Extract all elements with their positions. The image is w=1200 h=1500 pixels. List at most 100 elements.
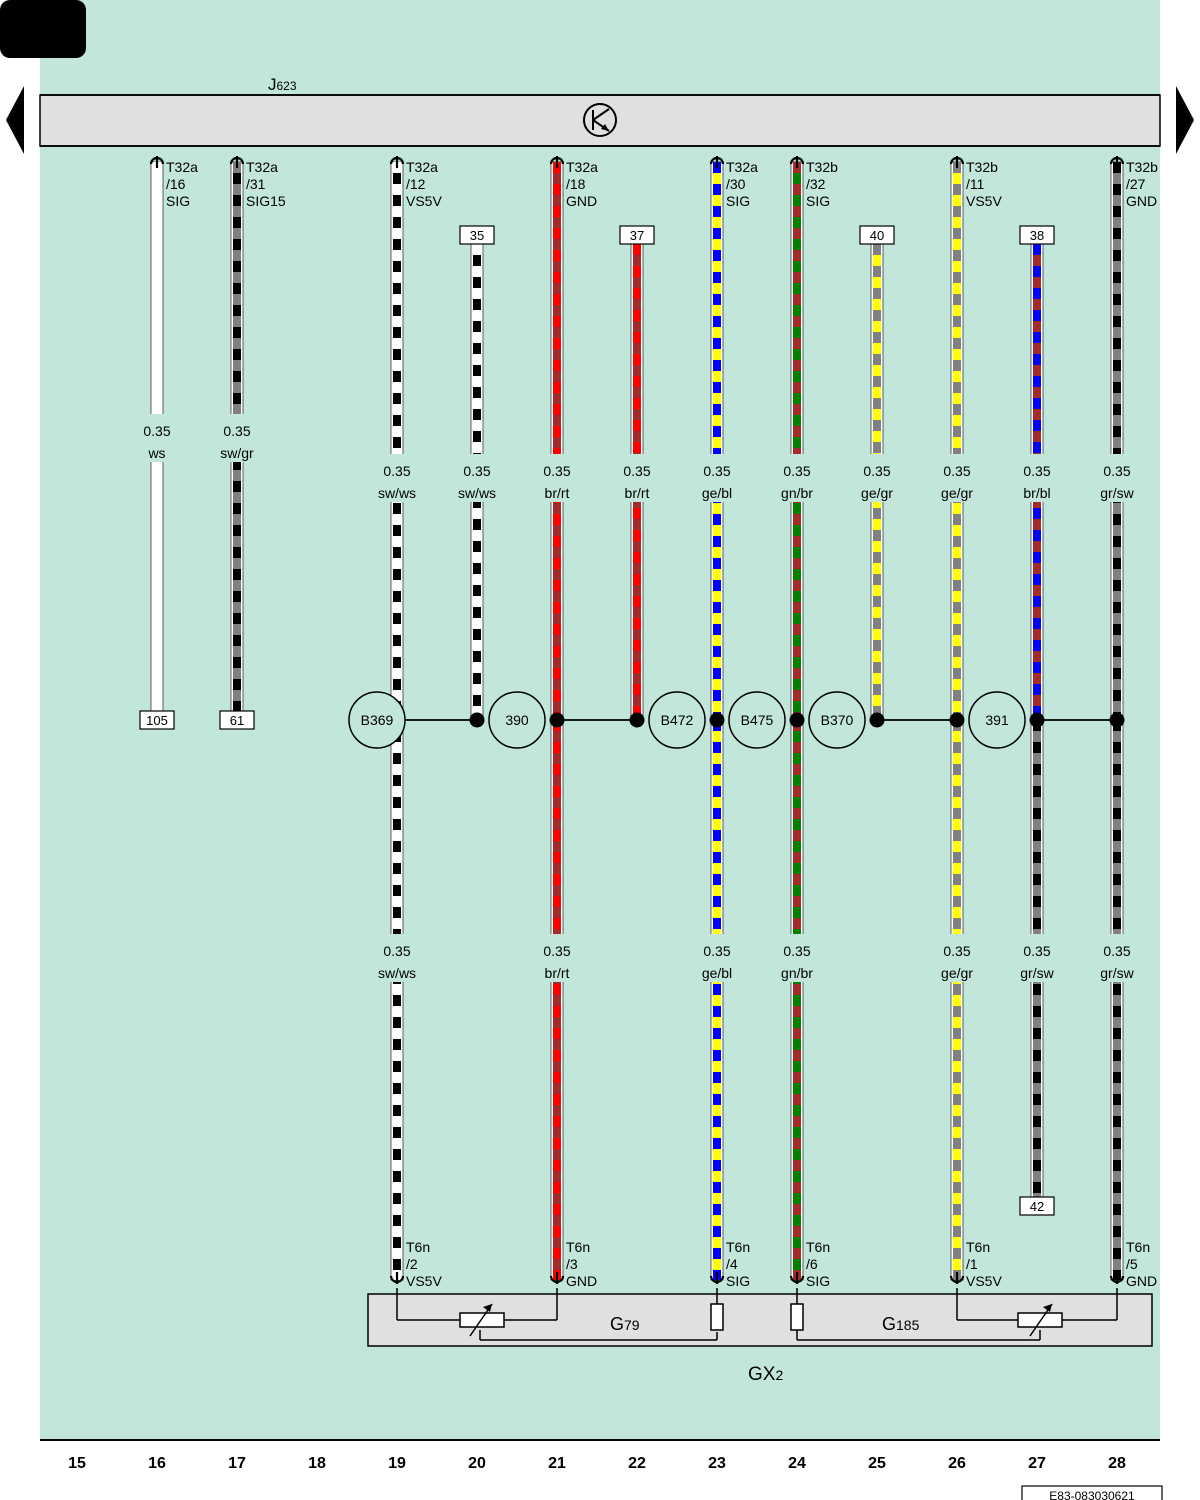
gap-up-16 — [129, 414, 185, 462]
column-number-16: 16 — [148, 1455, 166, 1472]
column-number-18: 18 — [308, 1455, 326, 1472]
gap-low-27 — [1009, 934, 1065, 982]
splice-label-391: 391 — [985, 712, 1009, 728]
gap-mid-27 — [1009, 454, 1065, 502]
prev-page-arrow-icon[interactable] — [6, 86, 24, 154]
gap-mid-22 — [609, 454, 665, 502]
column-number-26: 26 — [948, 1455, 966, 1472]
gap-mid-19 — [369, 454, 425, 502]
low-label-21-size: 0.35 — [543, 943, 570, 959]
column-number-27: 27 — [1028, 1455, 1046, 1472]
low-label-23-color: ge/bl — [702, 965, 732, 981]
top-pin-19-line1: /12 — [406, 176, 426, 192]
splice-dot-20 — [469, 712, 485, 728]
splice-dot-24 — [789, 712, 805, 728]
mid-label-26-color: ge/gr — [941, 485, 973, 501]
splice-label-B369: B369 — [361, 712, 394, 728]
bottom-pin-19-line0: T6n — [406, 1239, 430, 1255]
upper-label-16-color: ws — [147, 445, 165, 461]
splice-label-B475: B475 — [741, 712, 774, 728]
g79-wiper-arrow — [483, 1304, 492, 1312]
top-pin-24-line1: /32 — [806, 176, 826, 192]
mid-label-19-size: 0.35 — [383, 463, 410, 479]
low-label-28-color: gr/sw — [1100, 965, 1134, 981]
gap-mid-25 — [849, 454, 905, 502]
low-label-26-color: ge/gr — [941, 965, 973, 981]
top-pin-21-line2: GND — [566, 193, 597, 209]
bottom-pin-28-line1: /5 — [1126, 1256, 1138, 1272]
top-pin-17-line2: SIG15 — [246, 193, 286, 209]
splice-dot-22 — [629, 712, 645, 728]
gap-low-23 — [689, 934, 745, 982]
splice-circle-B369 — [348, 691, 406, 749]
module-label: J623 — [268, 75, 297, 94]
top-ref-20-box — [459, 225, 495, 245]
end-ref-17-box — [219, 710, 255, 730]
bottom-pin-19-line1: /2 — [406, 1256, 418, 1272]
column-number-24: 24 — [788, 1455, 806, 1472]
upper-label-17-size: 0.35 — [223, 423, 250, 439]
bottom-pin-26-line2: VS5V — [966, 1273, 1002, 1289]
gap-mid-23 — [689, 454, 745, 502]
gap-mid-21 — [529, 454, 585, 502]
low-label-27-color: gr/sw — [1020, 965, 1054, 981]
splice-label-B472: B472 — [661, 712, 694, 728]
bottom-pin-24-line0: T6n — [806, 1239, 830, 1255]
column-number-17: 17 — [228, 1455, 246, 1472]
gap-mid-24 — [769, 454, 825, 502]
splice-circle-B472 — [648, 691, 706, 749]
column-number-25: 25 — [868, 1455, 886, 1472]
labels-layer: 0.35ws0.35sw/gr0.35sw/ws0.35sw/ws0.35br/… — [129, 156, 1158, 1289]
gap-up-17 — [209, 414, 265, 462]
g79-resistor — [459, 1312, 505, 1328]
top-ref-22-text: 37 — [630, 228, 644, 243]
top-pin-19-line0: T32a — [406, 159, 438, 175]
splice-dot-23 — [709, 712, 725, 728]
top-pin-24-line2: SIG — [806, 193, 830, 209]
low-label-28-size: 0.35 — [1103, 943, 1130, 959]
mid-label-28-size: 0.35 — [1103, 463, 1130, 479]
next-page-arrow-icon[interactable] — [1176, 86, 1194, 154]
mid-label-22-color: br/rt — [625, 485, 650, 501]
mid-label-21-size: 0.35 — [543, 463, 570, 479]
gap-low-21 — [529, 934, 585, 982]
top-pin-23-line0: T32a — [726, 159, 758, 175]
bottom-pin-19-line2: VS5V — [406, 1273, 442, 1289]
mid-label-26-size: 0.35 — [943, 463, 970, 479]
splice-circle-390 — [488, 691, 546, 749]
splice-circle-B370 — [808, 691, 866, 749]
top-pin-21-line0: T32a — [566, 159, 598, 175]
mid-label-24-color: gn/br — [781, 485, 813, 501]
column-number-22: 22 — [628, 1455, 646, 1472]
column-number-21: 21 — [548, 1455, 566, 1472]
g79-signal-resistor — [710, 1303, 724, 1331]
end-ref-16-text: 105 — [146, 713, 168, 728]
top-ref-27-box — [1019, 225, 1055, 245]
mid-label-25-size: 0.35 — [863, 463, 890, 479]
gap-mid-26 — [929, 454, 985, 502]
top-pin-16-line1: /16 — [166, 176, 186, 192]
splice-dot-21 — [549, 712, 565, 728]
splice-dot-26 — [949, 712, 965, 728]
bottom-pin-23-line0: T6n — [726, 1239, 750, 1255]
mid-label-28-color: gr/sw — [1100, 485, 1134, 501]
gap-low-19 — [369, 934, 425, 982]
splice-dot-27 — [1029, 712, 1045, 728]
top-pin-23-line2: SIG — [726, 193, 750, 209]
column-number-19: 19 — [388, 1455, 406, 1472]
low-label-21-color: br/rt — [545, 965, 570, 981]
bottom-pin-28-line2: GND — [1126, 1273, 1157, 1289]
mid-label-27-color: br/bl — [1023, 485, 1050, 501]
top-ref-25-text: 40 — [870, 228, 884, 243]
gap-low-24 — [769, 934, 825, 982]
column-number-15: 15 — [68, 1455, 86, 1472]
top-pin-17-line0: T32a — [246, 159, 278, 175]
mid-label-20-size: 0.35 — [463, 463, 490, 479]
top-pin-16-line2: SIG — [166, 193, 190, 209]
top-pin-17-line1: /31 — [246, 176, 266, 192]
column-number-20: 20 — [468, 1455, 486, 1472]
top-pin-28-line0: T32b — [1126, 159, 1158, 175]
page-tab — [0, 0, 86, 58]
